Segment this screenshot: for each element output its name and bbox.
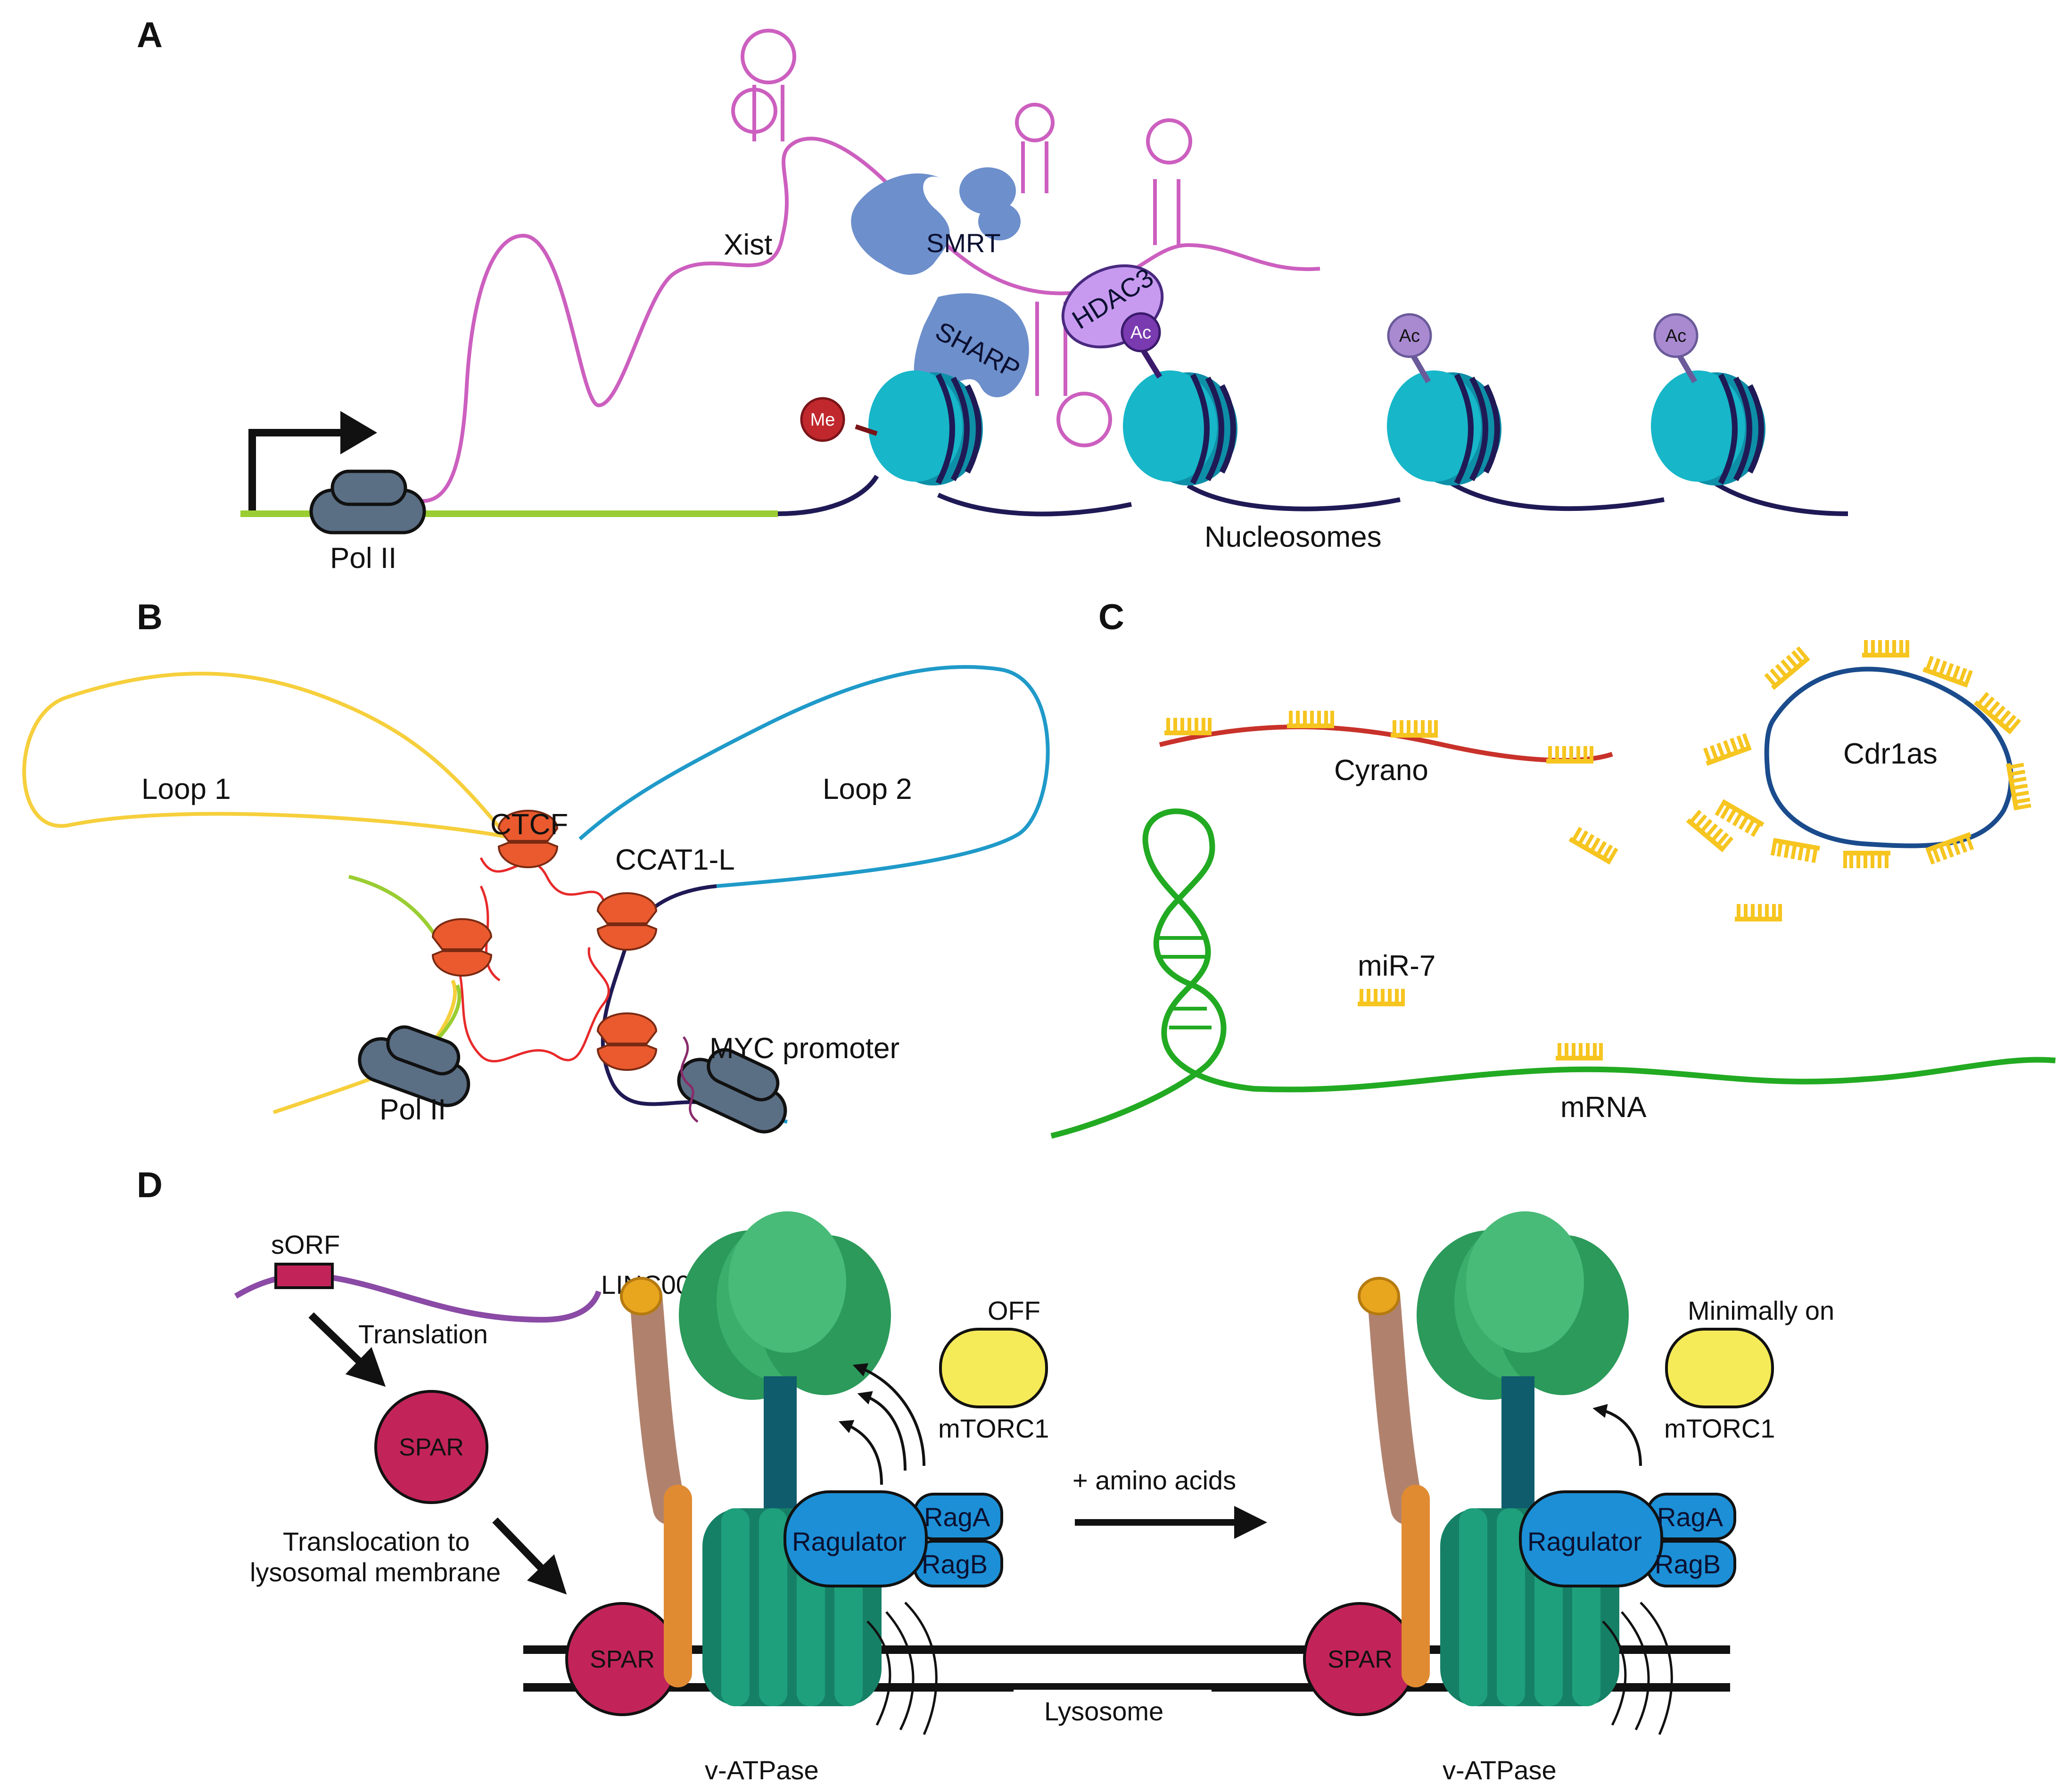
raga-1-label: RagA	[924, 1502, 990, 1532]
panel-label-a: A	[137, 15, 163, 55]
ac-mark-3	[1653, 313, 1699, 358]
mir7-3	[1391, 720, 1438, 735]
ragulator-1	[783, 1490, 928, 1587]
ccat1l-label: CCAT1-L	[615, 844, 735, 876]
mir7-1	[1164, 718, 1212, 733]
xist-label: Xist	[724, 229, 772, 261]
ctcf-4	[597, 1012, 657, 1071]
mtorc1-1-label: mTORC1	[938, 1414, 1049, 1443]
spar-free	[374, 1390, 488, 1504]
myc-promoter-label: MYC promoter	[709, 1032, 899, 1065]
translocation-arrow	[492, 1517, 567, 1595]
ragulator-2-label: Ragulator	[1527, 1527, 1642, 1556]
nucleosome-3	[1387, 370, 1501, 485]
loop-2-label: Loop 2	[823, 773, 912, 806]
translation-arrow	[308, 1312, 386, 1387]
panel-label-c: C	[1098, 597, 1124, 637]
mir7-4	[1546, 746, 1593, 761]
mtorc1-2	[1665, 1328, 1774, 1408]
pol-ii-a	[311, 471, 424, 533]
ragb-1-label: RagB	[922, 1549, 988, 1579]
loop-1	[22, 672, 519, 841]
mrna-label: mRNA	[1560, 1091, 1647, 1124]
cyrano-label: Cyrano	[1334, 754, 1428, 787]
mir7-2	[1287, 711, 1334, 726]
panel-b-diagram: Loop 1 Loop 2 CTCF CCAT1-L MYC promoter …	[22, 665, 1050, 1139]
ragulator-2	[1519, 1490, 1663, 1587]
ac-mark-1	[1121, 312, 1161, 353]
mir7-label: miR-7	[1358, 950, 1435, 982]
translocation-label-1: Translocation to	[283, 1527, 470, 1556]
sharp-protein	[914, 293, 1029, 397]
mtorc1-1-status: OFF	[988, 1296, 1040, 1325]
pol-ii-label-b: Pol II	[379, 1093, 446, 1126]
amino-acids-label: + amino acids	[1072, 1465, 1236, 1495]
mir7-free	[1358, 989, 1405, 1004]
panel-d-diagram: sORF LINC00961 Translation SPAR Transloc…	[234, 1211, 1834, 1785]
nucleosomes-label: Nucleosomes	[1204, 521, 1382, 553]
spar-membrane-1-label: SPAR	[590, 1646, 655, 1673]
loop-1-label: Loop 1	[141, 773, 231, 806]
v-atpase-1-label: v-ATPase	[705, 1755, 819, 1785]
raga-2-label: RagA	[1657, 1502, 1724, 1532]
panel-label-b: B	[137, 597, 163, 637]
spar-free-label: SPAR	[399, 1434, 464, 1461]
loop-2	[578, 665, 1050, 888]
ac-label-2: Ac	[1399, 326, 1420, 346]
chromatin-fiber	[777, 475, 1848, 517]
smrt-protein	[851, 173, 950, 275]
cdr1as-label: Cdr1as	[1843, 738, 1938, 770]
nucleosome-4	[1651, 370, 1765, 485]
ctcf-2	[432, 918, 492, 977]
panel-a-diagram: Pol II Xist SMRT SHARP HDAC3 Me Ac Ac Ac…	[240, 29, 1848, 575]
translation-label: Translation	[358, 1319, 488, 1349]
smrt-label: SMRT	[926, 228, 1001, 258]
pol-ii-label-a: Pol II	[330, 542, 396, 575]
mtorc1-2-label: mTORC1	[1664, 1414, 1775, 1443]
ctcf-label: CTCF	[490, 808, 568, 841]
mrna	[1050, 808, 2056, 1139]
mtorc1-1	[939, 1328, 1048, 1408]
me-mark	[800, 397, 845, 442]
panel-label-d: D	[137, 1165, 163, 1205]
mtorc1-2-status: Minimally on	[1688, 1296, 1834, 1325]
v-atpase-2-label: v-ATPase	[1443, 1755, 1557, 1785]
ac-mark-2	[1387, 313, 1432, 358]
translocation-label-2: lysosomal membrane	[250, 1557, 501, 1587]
me-label: Me	[810, 410, 835, 430]
ac-label-3: Ac	[1666, 326, 1686, 346]
ragulator-1-label: Ragulator	[792, 1527, 907, 1556]
tss-arrow	[248, 429, 349, 514]
tss-arrowhead	[340, 411, 377, 454]
sorf-box	[274, 1263, 334, 1289]
sorf-label: sORF	[271, 1230, 340, 1259]
cdr1as-circrna	[1764, 666, 2013, 848]
panel-c-diagram: Cyrano Cdr1as miR-7 mRNA	[1050, 640, 2056, 1139]
spar-membrane-2-label: SPAR	[1328, 1646, 1393, 1673]
ctcf-3	[597, 892, 657, 951]
ragb-2-label: RagB	[1655, 1549, 1721, 1579]
lysosome-label: Lysosome	[1044, 1696, 1163, 1726]
nucleosome-2	[1123, 370, 1237, 485]
nucleosome-1	[868, 370, 983, 485]
ac-label-1: Ac	[1130, 323, 1151, 343]
mir7-bound	[1556, 1043, 1603, 1058]
